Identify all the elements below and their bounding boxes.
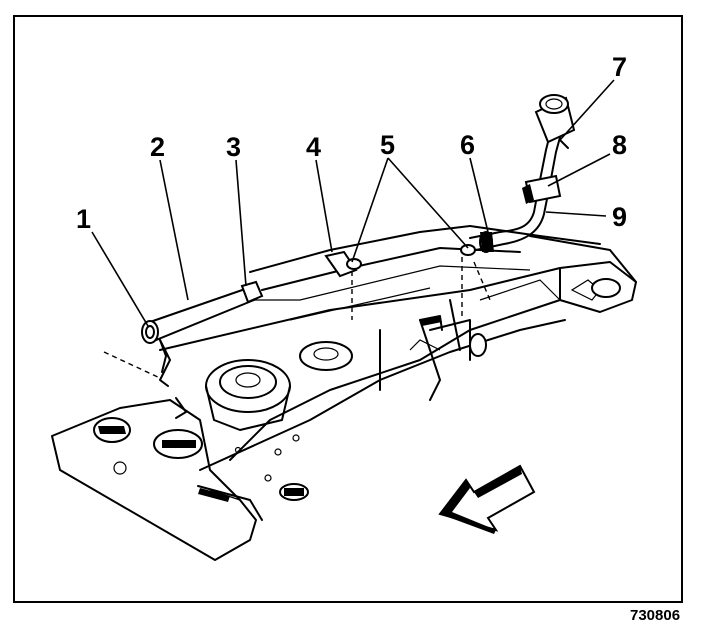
callout-9: 9	[612, 202, 627, 232]
leader-lines	[91, 79, 615, 327]
callout-3: 3	[226, 132, 241, 162]
callout-labels: 1 2 3 4 5 6 7 8 9	[76, 52, 627, 234]
callout-7: 7	[612, 52, 627, 82]
callout-4: 4	[306, 132, 321, 162]
callout-2: 2	[150, 132, 165, 162]
callout-1: 1	[76, 204, 91, 234]
callout-8: 8	[612, 130, 627, 160]
direction-arrow-icon	[438, 464, 536, 534]
figure-id: 730806	[630, 607, 680, 624]
hanger-drawing	[324, 244, 476, 278]
diagram-frame	[13, 15, 683, 603]
vehicle-frame-drawing	[51, 225, 637, 561]
fuel-filler-drawing	[469, 94, 576, 253]
callout-6: 6	[460, 130, 475, 160]
tailpipe-drawing	[141, 280, 264, 373]
callout-5: 5	[380, 130, 395, 160]
